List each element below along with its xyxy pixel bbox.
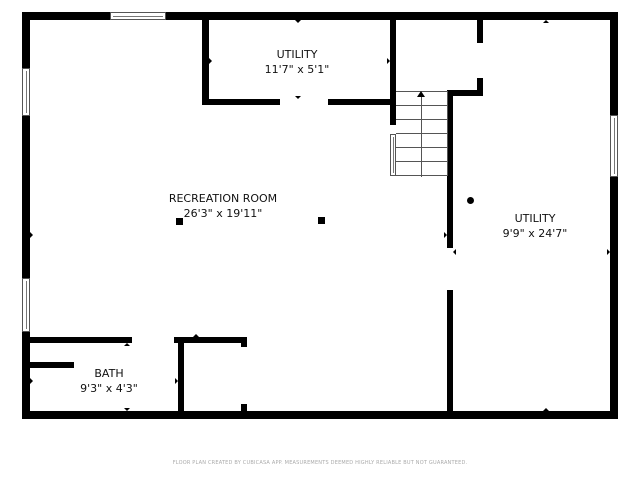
room-label-bath: BATH 9'3" x 4'3" — [80, 366, 138, 396]
window-top — [110, 12, 166, 20]
closet-wall-stub-bottom — [477, 78, 483, 96]
room-dimensions: 9'3" x 4'3" — [80, 382, 138, 395]
closet-wall-right-top — [241, 337, 247, 347]
dimension-tick — [124, 343, 130, 346]
closet-wall-stub-top — [477, 12, 483, 43]
bath-wall-top-right — [174, 337, 247, 343]
center-wall-upper — [447, 90, 453, 248]
room-label-recreation-room: RECREATION ROOM 26'3" x 19'11" — [169, 191, 277, 221]
room-label-utility-right: UTILITY 9'9" x 24'7" — [503, 211, 568, 241]
window-left-upper — [22, 68, 30, 116]
bath-wall-stub — [30, 362, 74, 368]
bath-wall-right — [178, 337, 184, 419]
floor-drain — [467, 197, 474, 204]
room-name: RECREATION ROOM — [168, 192, 278, 205]
window-left-lower — [22, 278, 30, 332]
wall-left — [22, 12, 30, 419]
room-label-utility-top: UTILITY 11'7" x 5'1" — [265, 47, 330, 77]
dimension-tick — [124, 408, 130, 411]
wall-top — [22, 12, 618, 20]
room-name: UTILITY — [276, 48, 318, 61]
bath-wall-top-left — [22, 337, 132, 343]
dimension-tick — [175, 378, 178, 384]
closet-wall-horizontal — [447, 90, 483, 96]
disclaimer-footer: FLOOR PLAN CREATED BY CUBICASA APP. MEAS… — [172, 460, 468, 466]
dimension-tick — [30, 378, 33, 384]
support-column — [176, 218, 183, 225]
dimension-tick — [209, 58, 212, 64]
utility-top-wall-bottom-left — [202, 99, 280, 105]
wall-bottom — [22, 411, 618, 419]
dimension-tick — [607, 249, 610, 255]
dimension-tick — [444, 232, 447, 238]
stair-railing — [390, 134, 396, 176]
center-wall-lower — [447, 290, 453, 419]
utility-top-wall-right — [390, 12, 396, 125]
room-dimensions: 26'3" x 19'11" — [183, 207, 263, 220]
room-dimensions: 11'7" x 5'1" — [264, 63, 330, 76]
utility-top-wall-bottom-right — [328, 99, 394, 105]
room-name: UTILITY — [514, 212, 556, 225]
support-column — [318, 217, 325, 224]
dimension-tick — [453, 249, 456, 255]
dimension-tick — [295, 96, 301, 99]
stair-arrow-line — [421, 97, 422, 177]
staircase — [396, 91, 448, 177]
closet-wall-right-bottom — [241, 404, 247, 414]
room-dimensions: 9'9" x 24'7" — [502, 227, 568, 240]
window-right — [610, 115, 618, 177]
dimension-tick — [30, 232, 33, 238]
dimension-tick — [295, 20, 301, 23]
room-name: BATH — [94, 367, 124, 380]
dimension-tick — [387, 58, 390, 64]
dimension-tick — [543, 408, 549, 411]
utility-top-wall-left — [202, 12, 209, 105]
stair-up-arrow-icon — [417, 91, 425, 97]
dimension-tick — [193, 334, 199, 337]
wall-right — [610, 12, 618, 419]
dimension-tick — [543, 20, 549, 23]
